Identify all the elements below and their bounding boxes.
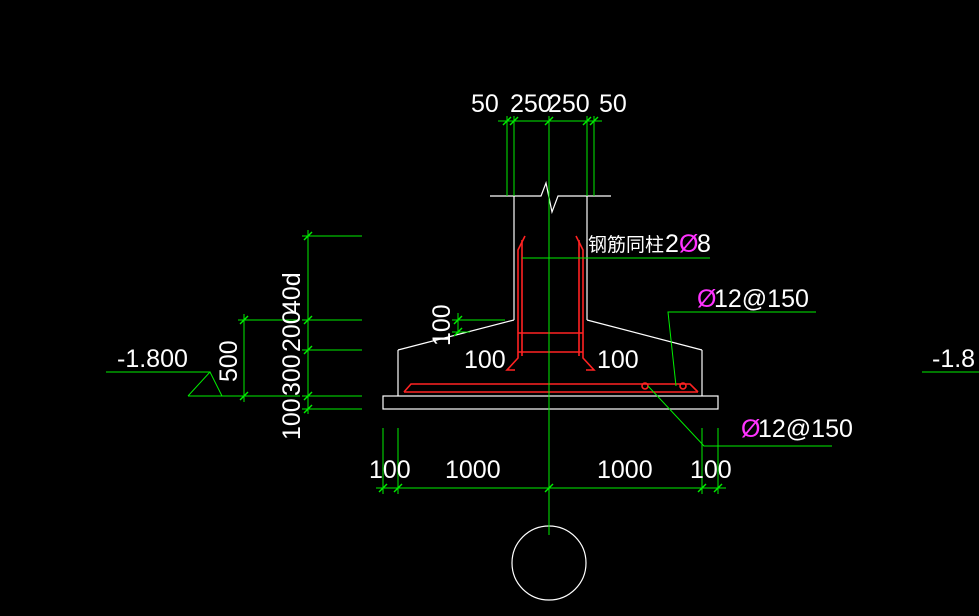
- bottom-rebar-leader: [647, 385, 832, 447]
- bottom-dimension-text: 100 1000 1000 100: [369, 456, 732, 484]
- rebar-note-count: 2: [665, 230, 679, 258]
- rebar-bottom-symbol: Ø: [741, 415, 760, 443]
- rebar-top-symbol: Ø: [697, 285, 716, 313]
- step-left: 100: [464, 346, 506, 374]
- dimension-lines: [106, 116, 979, 535]
- top-rebar-leader: [667, 311, 816, 387]
- bottom-dim-c: 1000: [597, 456, 653, 484]
- rebar-top-spec: 12@150: [714, 285, 809, 313]
- step-right: 100: [597, 346, 639, 374]
- bottom-mat-rebar: [403, 383, 699, 393]
- top-dim-a: 50: [471, 90, 499, 118]
- bottom-dim-a: 100: [369, 456, 411, 484]
- footing-right-slope: [586, 319, 703, 351]
- footing-left-slope: [397, 319, 515, 351]
- elevation-text: -1.800 -1.8: [117, 345, 975, 373]
- step-text: 100 100: [464, 346, 639, 374]
- dimension-ticks: [239, 116, 723, 493]
- rebar-bottom-callout: Ø 12@150: [741, 415, 853, 443]
- left-dimension-text: 40d 200 300 100 500 100: [215, 272, 456, 440]
- rebar-group: [403, 235, 699, 393]
- left-dim-total: 500: [215, 340, 243, 382]
- bottom-dim-d: 100: [690, 456, 732, 484]
- rebar-bottom-spec: 12@150: [758, 415, 853, 443]
- rebar-note-text: 钢筋同柱: [588, 234, 664, 256]
- elevation-triangle: [187, 371, 223, 397]
- left-dim-mid1: 200: [278, 310, 306, 352]
- left-dim-low: 100: [278, 398, 306, 440]
- pile-circle: [511, 525, 587, 601]
- elevation-label: -1.800: [117, 345, 188, 373]
- top-dimension-text: 50 250 250 50: [471, 90, 627, 118]
- left-dim-mid2: 300: [278, 354, 306, 396]
- column-rebar-right: [575, 235, 596, 371]
- slope-dim: 100: [428, 304, 456, 346]
- column-rebar-left: [505, 235, 526, 371]
- foundation-outline: [382, 180, 719, 601]
- elevation-label-right: -1.8: [932, 345, 975, 373]
- left-dim-upper: 40d: [278, 272, 306, 314]
- rebar-note: 钢筋同柱 2 Ø 8: [588, 230, 711, 258]
- rebar-note-symbol: Ø: [679, 230, 698, 258]
- top-dim-c: 250: [548, 90, 590, 118]
- top-dim-b: 250: [510, 90, 552, 118]
- top-dim-d: 50: [599, 90, 627, 118]
- column-break-line: [490, 180, 611, 215]
- rebar-top-callout: Ø 12@150: [697, 285, 809, 313]
- bottom-dim-b: 1000: [445, 456, 501, 484]
- rebar-note-size: 8: [697, 230, 711, 258]
- rebar-dot-2: [679, 382, 687, 390]
- cushion-layer: [382, 395, 719, 410]
